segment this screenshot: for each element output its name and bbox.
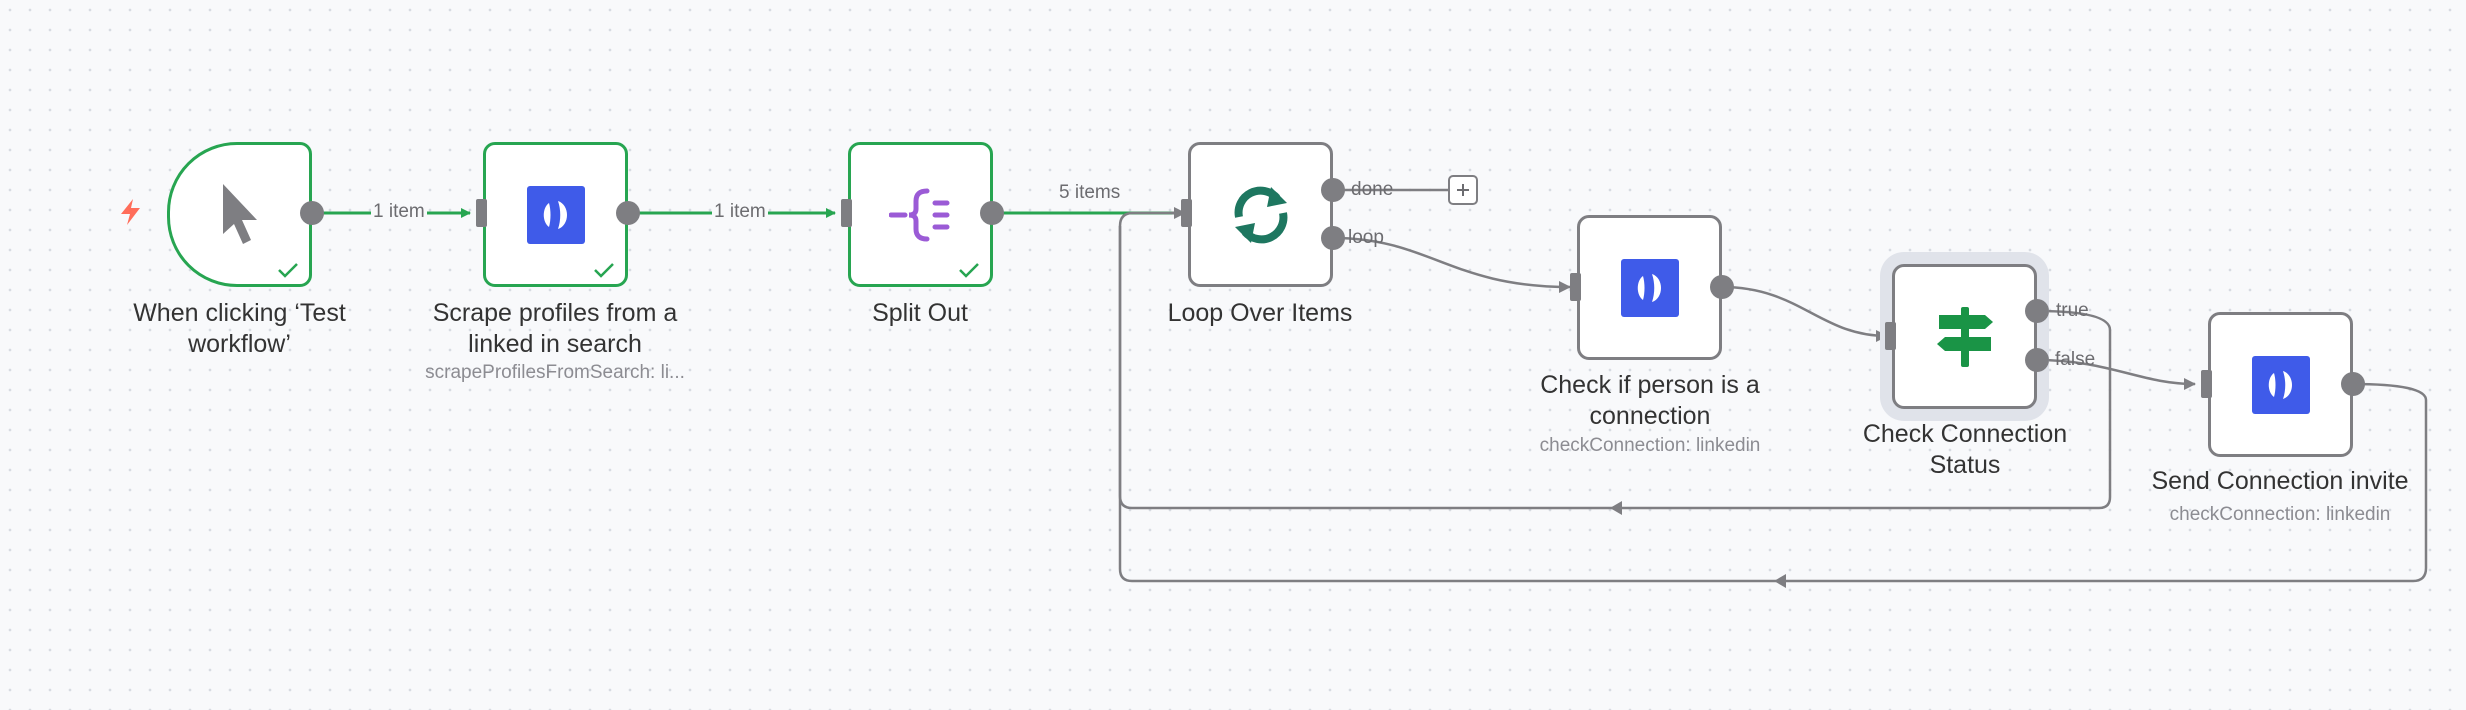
edge-false-to-send-invite — [2036, 358, 2196, 390]
scrape-output-handle[interactable] — [616, 201, 640, 225]
send-invite-input-handle[interactable] — [2201, 370, 2212, 398]
trigger-bolt-icon — [121, 199, 140, 225]
loop-input-handle[interactable] — [1181, 199, 1192, 227]
success-check-icon — [278, 263, 298, 278]
edge-loop-to-check-person — [1332, 236, 1571, 293]
check-person-input-handle[interactable] — [1570, 273, 1581, 301]
edge-true-back-arrow — [1610, 501, 1622, 515]
split-input-handle[interactable] — [841, 199, 852, 227]
trigger-output-handle[interactable] — [300, 201, 324, 225]
edge-invite-back-to-loop — [1118, 226, 2428, 583]
node-label-check-person: Check if person is a connection — [1540, 371, 1760, 430]
node-subtitle-check-person: checkConnection: linkedin — [1539, 435, 1761, 456]
node-label-send-invite: Send Connection invite — [2151, 467, 2409, 495]
loop-loop-handle[interactable] — [1321, 226, 1345, 250]
plus-icon — [1457, 184, 1469, 196]
edge-label-trigger-scrape: 1 item — [371, 201, 427, 223]
node-label-scrape: Scrape profiles from a linked in search — [432, 299, 678, 358]
edge-check-person-to-status — [1721, 285, 1888, 342]
success-check-icon — [594, 263, 614, 278]
linkedin-helper-icon — [526, 185, 585, 244]
output-label-loop: loop — [1348, 227, 1384, 248]
linkedin-helper-icon — [1620, 258, 1679, 317]
node-subtitle-scrape: scrapeProfilesFromSearch: li... — [425, 362, 685, 383]
check-status-input-handle[interactable] — [1885, 322, 1896, 350]
add-node-button[interactable] — [1448, 175, 1478, 205]
loop-icon — [1234, 186, 1287, 243]
output-label-false: false — [2055, 349, 2096, 370]
loop-done-handle[interactable] — [1321, 178, 1345, 202]
scrape-input-handle[interactable] — [476, 199, 487, 227]
true-output-handle[interactable] — [2025, 299, 2049, 323]
edge-invite-back-arrow — [1774, 574, 1786, 588]
node-label-check-status: Check Connection Status — [1862, 420, 2068, 479]
false-output-handle[interactable] — [2025, 348, 2049, 372]
node-label-split: Split Out — [872, 299, 968, 327]
node-send-connection-invite[interactable] — [2208, 312, 2353, 457]
send-invite-output-handle[interactable] — [2341, 372, 2365, 396]
node-manual-trigger[interactable] — [167, 142, 312, 287]
output-label-done: done — [1351, 179, 1394, 200]
node-loop-over-items[interactable] — [1188, 142, 1333, 287]
node-check-person-connection[interactable] — [1577, 215, 1722, 360]
node-check-connection-status[interactable] — [1892, 264, 2037, 409]
signpost-icon — [1936, 306, 1993, 367]
node-label-loop: Loop Over Items — [1167, 299, 1353, 327]
edge-true-back-to-loop — [1118, 211, 2112, 510]
node-scrape-profiles[interactable] — [483, 142, 628, 287]
node-split-out[interactable] — [848, 142, 993, 287]
cursor-icon — [222, 183, 257, 244]
split-out-icon — [888, 188, 949, 241]
node-subtitle-send-invite: checkConnection: linkedin — [2169, 504, 2391, 525]
check-person-output-handle[interactable] — [1710, 275, 1734, 299]
split-output-handle[interactable] — [980, 201, 1004, 225]
output-label-true: true — [2056, 300, 2089, 321]
edge-label-split-loop: 5 items — [1059, 182, 1121, 203]
success-check-icon — [959, 263, 979, 278]
edge-label-scrape-split: 1 item — [712, 201, 768, 223]
node-label-trigger: When clicking ‘Test workflow’ — [133, 299, 346, 358]
linkedin-helper-icon — [2251, 355, 2310, 414]
